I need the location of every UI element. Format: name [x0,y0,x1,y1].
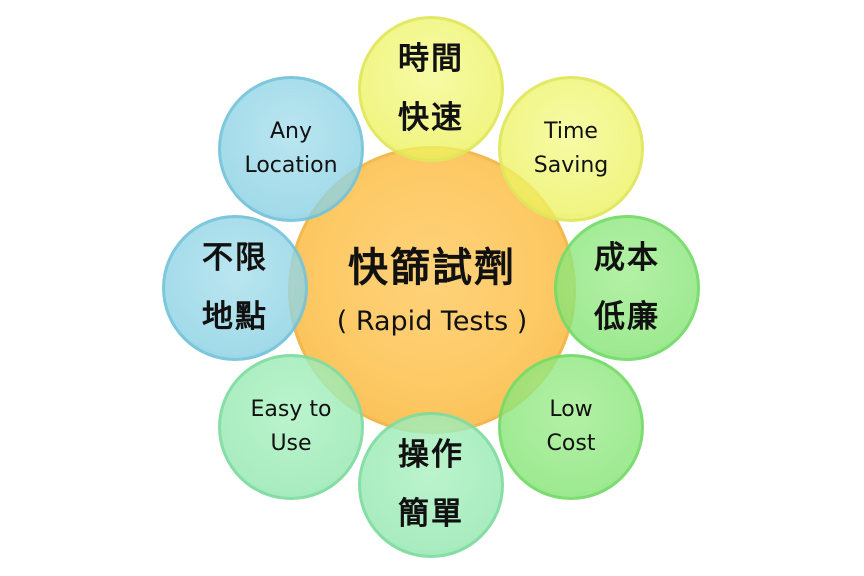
petal-bottom-left: Easy to Use [218,354,364,500]
petal-top-left-line1: Any [269,118,312,144]
petal-top-line1: 時間 [398,41,464,78]
center-subtitle: ( Rapid Tests ) [336,306,528,338]
petal-top-right-line1: Time [544,118,598,144]
petal-bottom-right-line2: Cost [546,431,596,456]
petal-top-left-line2: Location [244,153,338,178]
petal-bottom-right-line1: Low [549,396,593,422]
petal-left-line1: 不限 [202,240,268,277]
petal-top-right: Time Saving [498,76,644,222]
petal-bottom-left-line2: Use [270,431,312,456]
petal-top-line2: 快速 [398,100,464,136]
petal-bottom-left-line1: Easy to [250,396,332,422]
petal-bottom-line2: 簡單 [398,496,464,532]
petal-left-line2: 地點 [202,299,268,335]
petal-right-line2: 低廉 [594,299,660,335]
petal-top: 時間 快速 [358,16,504,162]
petal-bottom-right: Low Cost [498,354,644,500]
petal-bottom-line1: 操作 [398,437,464,474]
petal-right: 成本 低廉 [554,215,700,361]
petal-bottom: 操作 簡單 [358,412,504,558]
center-title: 快篩試劑 [348,245,516,292]
petal-right-line1: 成本 [594,240,660,277]
petal-top-right-line2: Saving [533,153,609,178]
petal-left: 不限 地點 [162,215,308,361]
petal-top-left: Any Location [218,76,364,222]
